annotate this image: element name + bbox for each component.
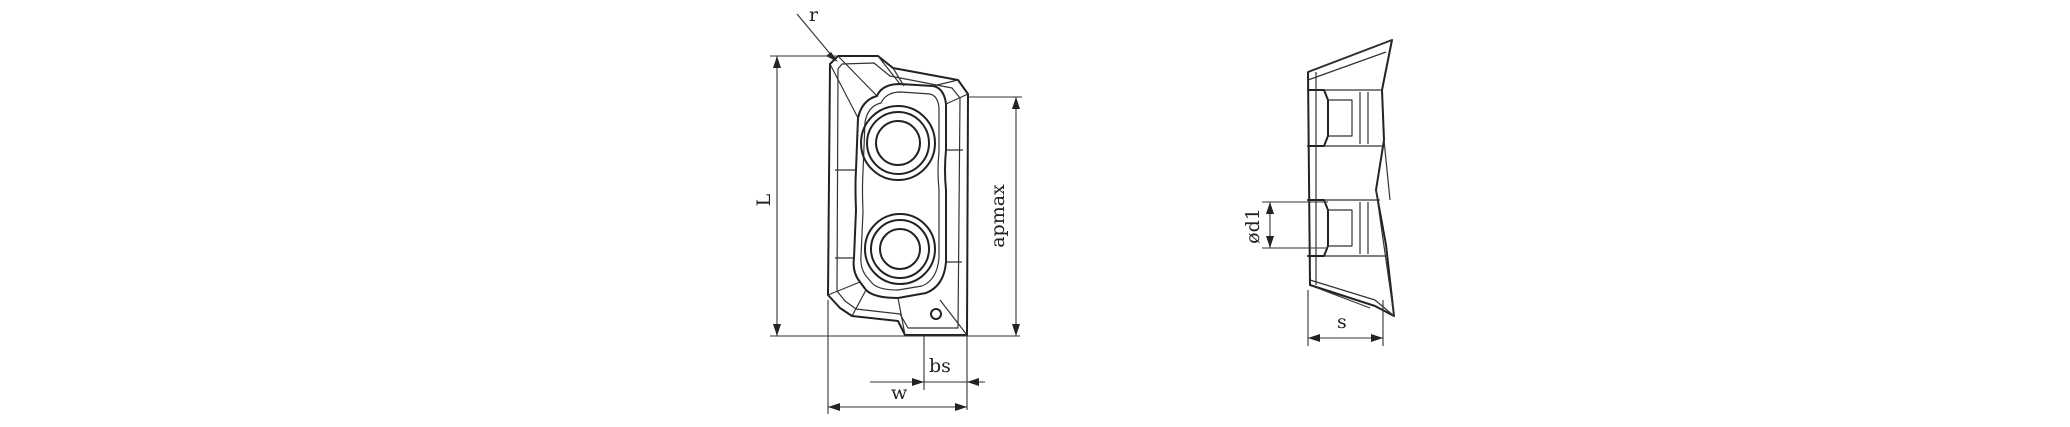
lower-counterbore-lines: [1324, 199, 1386, 257]
d1-label: ød1: [1242, 208, 1264, 244]
d1-arrow-top: [1266, 202, 1274, 214]
s-arrow-left: [1308, 334, 1320, 342]
side-top-edge: [1307, 39, 1393, 81]
r-label: r: [809, 4, 819, 26]
insert-front-view: [827, 55, 969, 336]
lower-screw-hole-outer: [864, 213, 936, 285]
d1-arrow-bottom: [1266, 236, 1274, 248]
L-label: L: [753, 193, 775, 206]
L-arrow-top: [773, 56, 781, 68]
upper-counterbore-profile: [1307, 89, 1329, 147]
facet-lines: [827, 55, 969, 336]
w-arrow: [912, 378, 924, 386]
apmax-arrow-bottom: [1012, 324, 1020, 336]
apmax-label: apmax: [987, 184, 1009, 248]
rake-face-inner: [860, 91, 940, 291]
apmax-arrow-top: [1012, 97, 1020, 109]
L-arrow-bottom: [773, 324, 781, 336]
upper-screw-hole-mid: [866, 111, 930, 175]
upper-counterbore-lines: [1324, 89, 1384, 147]
s-label: s: [1337, 311, 1347, 333]
r-leader-line: [796, 13, 833, 57]
front-view-dimensions: r L apmax bs w: [753, 4, 1022, 414]
rake-face-contour: [852, 83, 947, 299]
side-facet-lines: [1315, 72, 1395, 317]
insert-side-view: [1307, 39, 1395, 317]
lower-screw-hole-mid: [870, 219, 930, 279]
width-arrow-left: [828, 403, 840, 411]
lower-counterbore-profile: [1307, 199, 1329, 257]
w-label: w: [891, 382, 908, 404]
side-outer-contour: [1307, 39, 1395, 317]
bs-label: bs: [929, 355, 951, 377]
side-bottom-edge: [1309, 279, 1395, 317]
side-view-dimensions: ød1 s: [1242, 201, 1384, 346]
width-arrow-right: [955, 403, 967, 411]
upper-screw-hole-outer: [860, 105, 936, 181]
upper-screw-hole-inner: [875, 120, 921, 166]
bs-arrow: [967, 378, 979, 386]
r-leader-arrow: [826, 52, 838, 62]
s-arrow-right: [1371, 334, 1383, 342]
marker-hole: [930, 308, 942, 320]
lower-screw-hole-inner: [879, 228, 921, 270]
